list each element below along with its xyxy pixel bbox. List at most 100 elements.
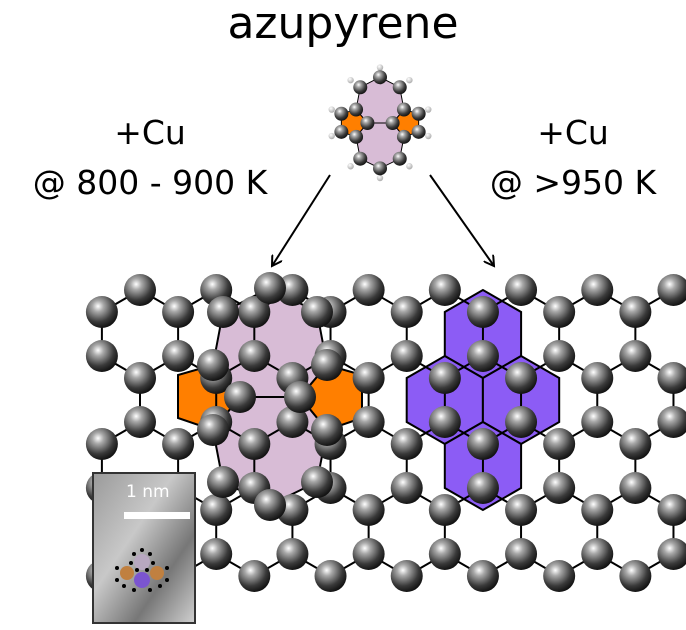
carbon-atom — [428, 494, 461, 526]
carbon-atom — [543, 560, 576, 592]
hydrogen-atom — [328, 132, 335, 140]
azupyrene-molecule — [328, 64, 432, 182]
carbon-atom — [162, 296, 195, 328]
carbon-atom — [254, 489, 286, 521]
inset-atom-dot — [148, 552, 152, 556]
carbon-atom — [301, 296, 333, 328]
carbon-atom — [428, 274, 461, 306]
carbon-atom — [543, 296, 576, 328]
carbon-atom — [543, 340, 576, 372]
carbon-atom — [466, 472, 499, 504]
carbon-atom — [392, 151, 407, 166]
carbon-atom — [390, 472, 423, 504]
arrow-left — [272, 174, 331, 266]
carbon-atom — [352, 274, 385, 306]
carbon-atom — [619, 340, 652, 372]
hydrogen-atom — [347, 163, 354, 170]
carbon-atom — [657, 494, 686, 526]
inset-pentagon — [150, 566, 164, 580]
carbon-atom — [207, 296, 239, 328]
carbon-atom — [428, 406, 461, 438]
inset-atom-dot — [115, 566, 119, 570]
carbon-atom — [505, 274, 538, 306]
carbon-atom — [200, 494, 233, 526]
inset-atom-dot — [165, 566, 169, 570]
hydrogen-atom — [376, 174, 384, 182]
hydrogen-atom — [347, 76, 354, 84]
carbon-atom — [505, 362, 538, 394]
carbon-atom — [352, 406, 385, 438]
carbon-atom — [352, 362, 385, 394]
carbon-atom — [505, 494, 538, 526]
carbon-atom — [197, 414, 229, 446]
carbon-atom — [543, 428, 576, 460]
scale-bar — [124, 512, 190, 519]
hydrogen-atom — [425, 106, 432, 113]
carbon-atom — [284, 381, 316, 413]
carbon-atom — [581, 494, 614, 526]
inset-atom-dot — [158, 584, 162, 588]
carbon-atom — [238, 296, 271, 328]
left-reagent: +Cu — [114, 113, 186, 152]
carbon-atom — [238, 560, 271, 592]
carbon-atom — [349, 129, 364, 144]
carbon-atom — [411, 106, 426, 121]
hydrogen-atom — [425, 132, 432, 140]
inset-atom-dot — [132, 552, 136, 556]
carbon-atom — [314, 560, 347, 592]
carbon-atom — [411, 124, 426, 139]
carbon-atom — [396, 129, 411, 144]
right-temperature: @ >950 K — [489, 163, 657, 202]
carbon-atom — [657, 538, 686, 570]
carbon-atom — [581, 362, 614, 394]
carbon-atom — [352, 538, 385, 570]
carbon-atom — [301, 466, 333, 498]
inset-atom-dot — [135, 568, 139, 572]
carbon-atom — [505, 406, 538, 438]
carbon-atom — [352, 494, 385, 526]
carbon-atom — [392, 80, 407, 95]
carbon-atom — [466, 428, 499, 460]
hydrogen-atom — [406, 76, 413, 84]
carbon-atom — [254, 272, 286, 304]
carbon-atom — [238, 340, 271, 372]
carbon-atom — [124, 274, 156, 306]
right-reagent: +Cu — [537, 113, 609, 152]
carbon-atom — [390, 428, 423, 460]
carbon-atom — [353, 80, 368, 95]
carbon-atom — [466, 296, 499, 328]
inset-hexagon — [134, 572, 150, 588]
carbon-atom — [390, 340, 423, 372]
carbon-atom — [505, 538, 538, 570]
inset-atom-dot — [145, 568, 149, 572]
carbon-atom — [162, 428, 195, 460]
carbon-atom — [657, 362, 686, 394]
carbon-atom — [428, 538, 461, 570]
carbon-atom — [466, 560, 499, 592]
carbon-atom — [124, 406, 156, 438]
scale-bar-label: 1 nm — [126, 482, 170, 502]
carbon-atom — [85, 296, 118, 328]
inset-atom-dot — [115, 578, 119, 582]
molecule-name: azupyrene — [227, 0, 459, 49]
carbon-atom — [619, 472, 652, 504]
carbon-atom — [162, 340, 195, 372]
inset-atom-dot — [151, 561, 155, 565]
carbon-atom — [200, 538, 233, 570]
carbon-atom — [311, 414, 343, 446]
carbon-atom — [428, 362, 461, 394]
carbon-atom — [466, 340, 499, 372]
carbon-atom — [619, 296, 652, 328]
inset-atom-dot — [132, 588, 136, 592]
left-temperature: @ 800 - 900 K — [32, 163, 268, 202]
carbon-atom — [349, 102, 364, 117]
carbon-atom — [276, 406, 309, 438]
carbon-atom — [390, 560, 423, 592]
carbon-atom — [311, 349, 343, 381]
carbon-atom — [373, 70, 387, 85]
carbon-atom — [385, 116, 400, 130]
carbon-atom — [276, 538, 309, 570]
carbon-atom — [334, 106, 349, 121]
inset-atom-dot — [129, 561, 133, 565]
